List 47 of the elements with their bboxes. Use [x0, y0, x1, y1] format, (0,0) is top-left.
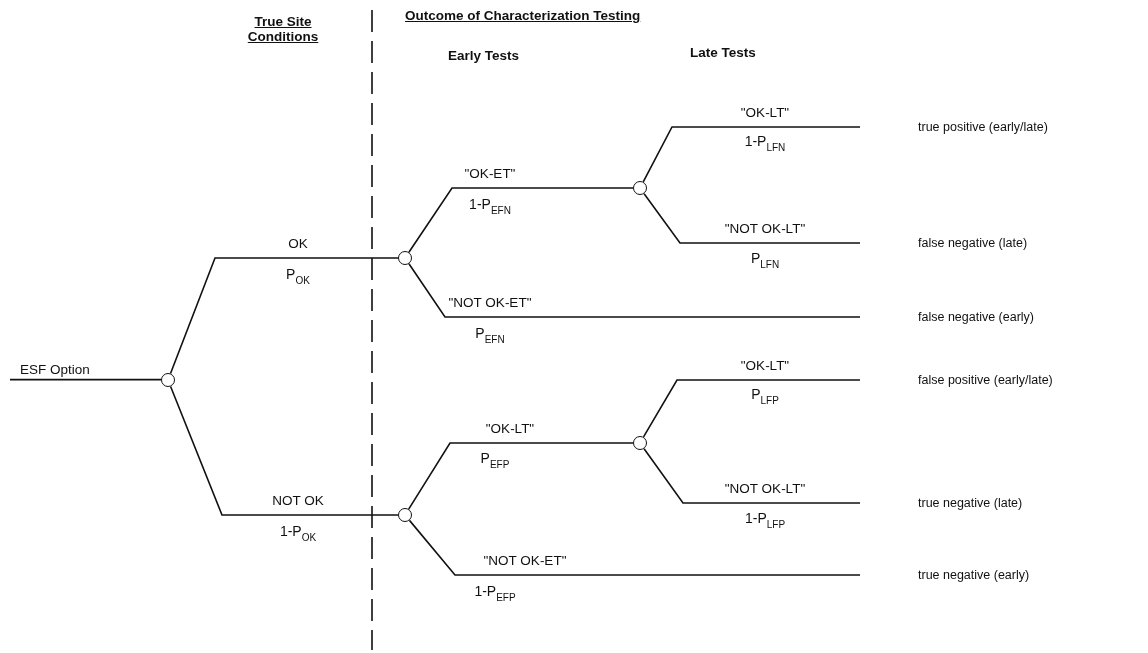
branch-line [408, 263, 861, 318]
column-subheading: Early Tests [448, 48, 520, 63]
start-label: ESF Option [20, 362, 90, 378]
probability-label: 1-P$_{EFP}$ [474, 583, 516, 603]
outcome-label: false negative (early) [918, 309, 1035, 326]
branch-label: OK [288, 236, 308, 251]
probability-label: P$_{EFP}$ [480, 450, 510, 470]
branch-line [643, 192, 861, 244]
outcome-label: true positive (early/late) [918, 119, 1048, 136]
branch-label: "OK-LT" [740, 358, 790, 373]
probability-label: 1-P$_{LFN}$ [744, 133, 786, 153]
chance-node-circle [398, 508, 412, 522]
outcome-label: false positive (early/late) [918, 372, 1053, 389]
probability-label: P$_{LFN}$ [750, 250, 780, 270]
chance-node-circle [398, 251, 412, 265]
branch-line [169, 257, 399, 375]
outcome-label: true negative (late) [918, 495, 1023, 512]
branch-line [169, 385, 399, 516]
probability-label: P$_{OK}$ [286, 266, 310, 286]
branch-label: "NOT OK-LT" [724, 221, 806, 236]
branch-label: "OK-ET" [464, 166, 516, 181]
chance-node-circle [633, 436, 647, 450]
chance-node-circle [161, 373, 175, 387]
branch-line [643, 447, 861, 504]
branch-label: "NOT OK-ET" [483, 553, 567, 568]
branch-line [408, 519, 861, 576]
probability-label: 1-P$_{LFP}$ [744, 510, 786, 530]
branch-label: "OK-LT" [485, 421, 535, 436]
probability-label: 1-P$_{OK}$ [279, 523, 317, 543]
branch-label: "NOT OK-ET" [448, 295, 532, 310]
branch-line [642, 126, 861, 183]
branch-line [408, 187, 634, 253]
column-heading: Outcome of Characterization Testing [405, 8, 641, 23]
column-heading: True Site Conditions [246, 14, 320, 44]
outcome-label: false negative (late) [918, 235, 1028, 252]
branch-line [9, 378, 162, 381]
chance-node-circle [633, 181, 647, 195]
probability-label: P$_{LFP}$ [751, 386, 779, 406]
branch-label: "NOT OK-LT" [724, 481, 806, 496]
column-subheading: Late Tests [690, 45, 756, 60]
probability-label: 1-P$_{EFN}$ [469, 196, 511, 216]
branch-line [642, 379, 861, 438]
outcome-label: true negative (early) [918, 567, 1030, 584]
branch-label: "OK-LT" [740, 105, 790, 120]
branch-line [407, 442, 634, 510]
branch-label: NOT OK [272, 493, 324, 508]
probability-label: P$_{EFN}$ [475, 325, 505, 345]
